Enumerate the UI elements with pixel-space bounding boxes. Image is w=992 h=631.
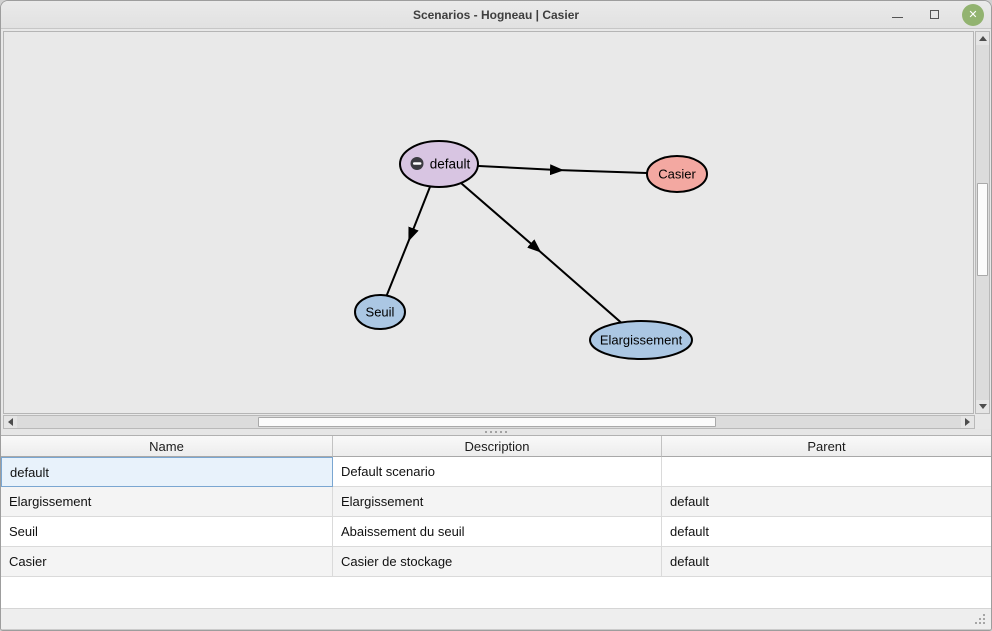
minimize-button[interactable]	[888, 4, 906, 26]
scroll-right-button[interactable]	[961, 416, 974, 428]
scroll-down-button[interactable]	[976, 400, 989, 413]
splitter-grip-icon	[505, 431, 507, 433]
node-elargissement-label: Elargissement	[600, 333, 683, 348]
cell-parent[interactable]	[662, 457, 991, 487]
splitter-grip-icon	[495, 431, 497, 433]
resize-grip-icon[interactable]	[975, 614, 977, 616]
maximize-icon	[929, 10, 939, 19]
arrow-left-icon	[8, 418, 13, 426]
status-bar	[1, 608, 991, 629]
pane-splitter[interactable]	[1, 429, 991, 435]
horizontal-scrollbar[interactable]	[3, 415, 975, 429]
node-default[interactable]: default	[399, 140, 479, 188]
table-row[interactable]: default Default scenario	[1, 457, 991, 487]
scenario-graph-canvas[interactable]: default Casier Seuil Elargissement	[3, 31, 974, 414]
arrow-down-icon	[978, 404, 987, 409]
cell-name[interactable]: Seuil	[1, 517, 333, 547]
close-icon: ✕	[968, 9, 978, 21]
cell-parent[interactable]: default	[662, 517, 991, 547]
cell-parent[interactable]: default	[662, 487, 991, 517]
splitter-grip-icon	[500, 431, 502, 433]
splitter-grip-icon	[485, 431, 487, 433]
window-bottom-edge	[1, 629, 991, 630]
edge-default-seuil	[379, 163, 440, 313]
node-default-label: default	[430, 157, 471, 172]
node-casier[interactable]: Casier	[646, 155, 708, 193]
table-header: Name Description Parent	[1, 435, 991, 457]
table-row[interactable]: Seuil Abaissement du seuil default	[1, 517, 991, 547]
edge-default-elargissement	[438, 163, 642, 341]
scroll-up-button[interactable]	[976, 32, 989, 45]
scenario-graph-pane: default Casier Seuil Elargissement	[1, 29, 991, 429]
column-header-name[interactable]: Name	[1, 436, 333, 457]
splitter-grip-icon	[490, 431, 492, 433]
cell-description[interactable]: Default scenario	[333, 457, 662, 487]
arrow-up-icon	[978, 36, 987, 41]
window-controls: ✕	[888, 3, 991, 26]
horizontal-scrollbar-trough[interactable]	[17, 416, 961, 428]
column-header-description[interactable]: Description	[333, 436, 662, 457]
cell-description[interactable]: Casier de stockage	[333, 547, 662, 577]
table-empty-area	[1, 577, 991, 608]
close-button[interactable]: ✕	[962, 3, 984, 26]
table-row[interactable]: Casier Casier de stockage default	[1, 547, 991, 577]
cell-name[interactable]: Elargissement	[1, 487, 333, 517]
node-casier-label: Casier	[658, 167, 696, 182]
vertical-scrollbar[interactable]	[975, 31, 990, 414]
node-elargissement[interactable]: Elargissement	[589, 320, 693, 360]
column-header-parent[interactable]: Parent	[662, 436, 991, 457]
arrow-right-icon	[965, 418, 970, 426]
vertical-scrollbar-thumb[interactable]	[977, 183, 988, 276]
cell-parent[interactable]: default	[662, 547, 991, 577]
window-title: Scenarios - Hogneau | Casier	[412, 7, 580, 22]
vertical-scrollbar-trough[interactable]	[976, 45, 989, 400]
maximize-button[interactable]	[925, 4, 943, 26]
table-row[interactable]: Elargissement Elargissement default	[1, 487, 991, 517]
node-seuil[interactable]: Seuil	[354, 294, 406, 330]
scenarios-table: Name Description Parent default Default …	[1, 435, 991, 608]
node-seuil-label: Seuil	[366, 305, 395, 320]
minimize-icon	[891, 16, 903, 19]
collapse-icon[interactable]	[410, 157, 424, 170]
scroll-left-button[interactable]	[4, 416, 17, 428]
scenario-graph: default Casier Seuil Elargissement	[354, 140, 708, 360]
cell-description[interactable]: Elargissement	[333, 487, 662, 517]
horizontal-scrollbar-thumb[interactable]	[257, 417, 716, 427]
cell-name-selected[interactable]: default	[1, 457, 333, 487]
cell-description[interactable]: Abaissement du seuil	[333, 517, 662, 547]
titlebar[interactable]: Scenarios - Hogneau | Casier ✕	[1, 1, 991, 29]
cell-name[interactable]: Casier	[1, 547, 333, 577]
